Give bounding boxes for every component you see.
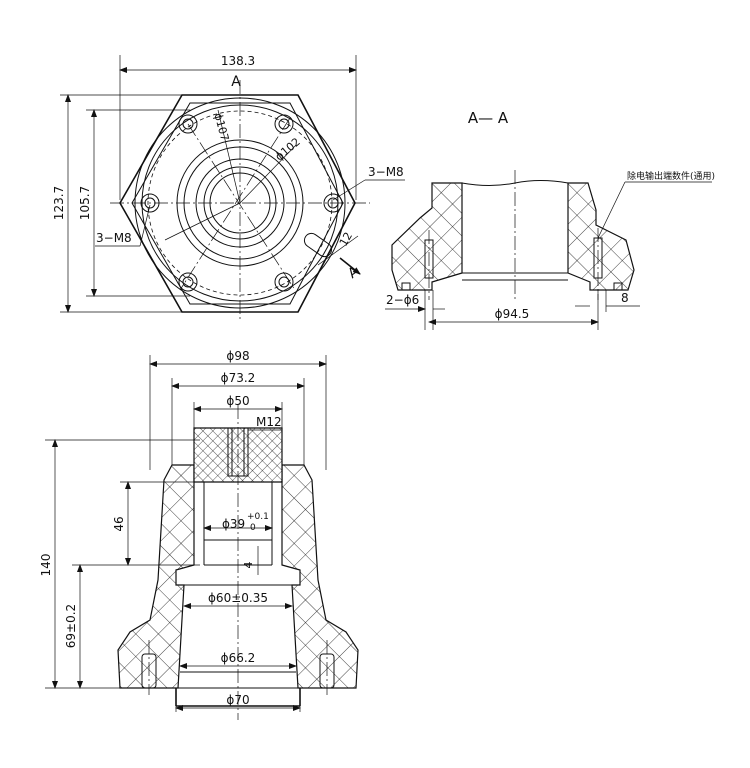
dim-d73: ϕ73.2 (221, 371, 256, 385)
dim-m12: M12 (256, 415, 282, 429)
section-mark-bottom: A (345, 263, 362, 282)
dim-69: 69±0.2 (64, 604, 78, 648)
bolt-right-label: 3−M8 (368, 165, 404, 179)
hex-inner (131, 102, 344, 305)
top-view: 138.3 A 123.7 105.7 ϕ107 ϕ102 3−M8 3−M8 … (52, 54, 405, 322)
dim-105: 105.7 (78, 186, 92, 220)
front-view: ϕ98 ϕ73.2 ϕ50 M12 140 69±0.2 46 ϕ39 +0.1… (39, 349, 359, 720)
dim-d50: ϕ50 (226, 394, 249, 408)
section-mark-top: A (231, 74, 241, 90)
dim-138: 138.3 (221, 54, 255, 68)
dim-140: 140 (39, 554, 53, 577)
dim-slot-12: 12 (337, 230, 355, 249)
slot (303, 232, 333, 258)
tol-upper: +0.1 (247, 512, 269, 522)
section-body-right (567, 182, 635, 291)
tol-lower: 0 (250, 523, 256, 533)
dim-d102: ϕ102 (273, 135, 303, 163)
front-body-right (281, 464, 359, 689)
dim-d66: ϕ66.2 (221, 651, 256, 665)
dim-d98: ϕ98 (226, 349, 249, 363)
dim-46: 46 (112, 516, 126, 531)
dim-d94: ϕ94.5 (495, 307, 530, 321)
dim-d60: ϕ60±0.35 (208, 591, 268, 605)
bolt-left-label: 3−M8 (96, 231, 132, 245)
dim-d39: ϕ39 (222, 517, 245, 531)
front-body-left (117, 464, 195, 689)
section-title: A— A (468, 109, 509, 127)
section-view: A— A 除电输出端数件(通用) 2−ϕ6 ϕ94.5 8 (385, 109, 715, 330)
dim-d70: ϕ70 (226, 693, 249, 707)
section-body-left (391, 182, 463, 291)
dim-holes: 2−ϕ6 (386, 293, 419, 307)
dim-8: 8 (621, 291, 629, 305)
dim-123: 123.7 (52, 186, 66, 220)
dim-4: 4 (242, 562, 255, 569)
section-note: 除电输出端数件(通用) (627, 170, 715, 182)
dim-d107: ϕ107 (211, 112, 231, 143)
